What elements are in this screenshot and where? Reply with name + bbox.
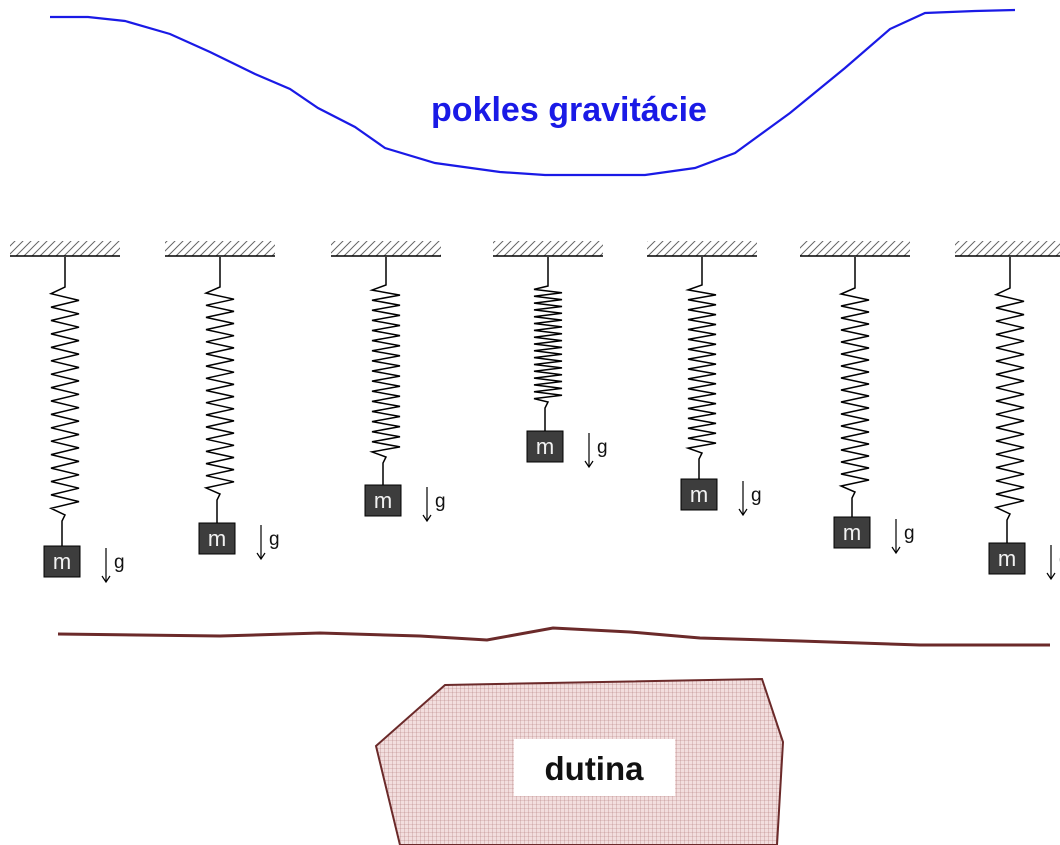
- gravity-label: g: [597, 437, 608, 458]
- ceiling-support: [955, 241, 1060, 256]
- mass-label: m: [374, 488, 392, 513]
- gravity-label: g: [269, 529, 280, 550]
- ceiling-support: [331, 241, 441, 256]
- cavity-label-box: [514, 739, 675, 796]
- gravity-label: g: [114, 552, 125, 573]
- mass-block: [198, 522, 236, 555]
- ceiling-support: [10, 241, 120, 256]
- spring: [48, 257, 80, 546]
- mass-label: m: [998, 546, 1016, 571]
- spring: [203, 257, 235, 523]
- ceiling-support: [493, 241, 603, 256]
- gravity-arrow-head: [101, 575, 111, 584]
- ceiling-support: [165, 241, 275, 256]
- mass-block: [833, 516, 871, 549]
- mass-label: m: [53, 549, 71, 574]
- ceiling-support: [800, 241, 910, 256]
- cavity-label: dutina: [545, 750, 645, 787]
- gravity-label: g: [751, 485, 762, 506]
- mass-block: [680, 478, 718, 511]
- spring: [533, 257, 563, 431]
- mass-label: m: [208, 526, 226, 551]
- gravity-arrow-head: [584, 460, 594, 469]
- mass-block: [364, 484, 402, 517]
- spring: [838, 257, 870, 517]
- mass-block: [43, 545, 81, 578]
- gravity-arrow-head: [738, 508, 748, 517]
- diagram-title: pokles gravitácie: [431, 91, 707, 129]
- mass-block: [988, 542, 1026, 575]
- spring: [685, 257, 717, 479]
- mass-label: m: [843, 520, 861, 545]
- spring-gauges: mgmgmgmgmgmgmg: [10, 241, 1060, 584]
- gravity-label: g: [904, 523, 915, 544]
- spring: [369, 257, 401, 485]
- ground-line: [57, 626, 1050, 647]
- mass-block: [526, 430, 564, 463]
- gravity-arrow-head: [891, 546, 901, 555]
- spring: [993, 257, 1025, 543]
- gravity-arrow-head: [1046, 572, 1056, 581]
- mass-label: m: [536, 434, 554, 459]
- gravity-label: g: [435, 491, 446, 512]
- gravity-curve: [50, 8, 1016, 177]
- spring-gauge-7: mg: [955, 241, 1060, 581]
- ceiling-support: [647, 241, 757, 256]
- gravity-arrow-head: [256, 552, 266, 561]
- gravity-arrow-head: [422, 514, 432, 523]
- mass-label: m: [690, 482, 708, 507]
